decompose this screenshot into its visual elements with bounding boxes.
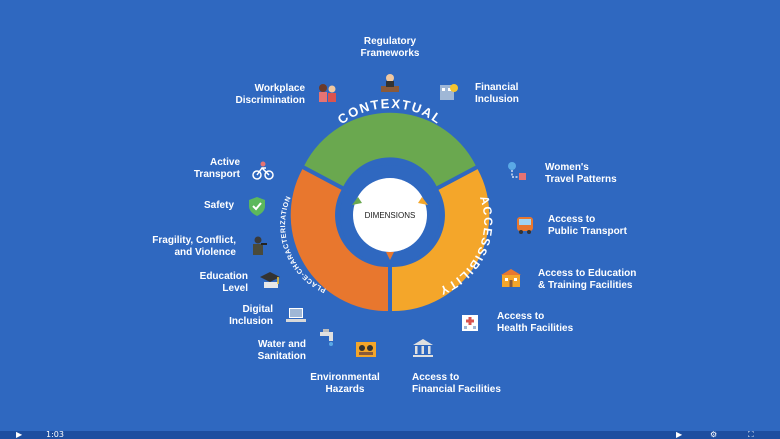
water-sanitation-label: Water and Sanitation [257,339,306,362]
volume-icon[interactable]: ▶ [676,430,683,439]
environmental-hazards-label: Environmental Hazards [310,372,380,395]
water-tap-icon [320,329,333,346]
access-public-transport-label: Access to Public Transport [548,214,627,237]
access-financial-facilities-label: Access to Financial Facilities [412,372,501,395]
graduation-cap-icon [260,272,280,288]
bus-icon [517,217,533,234]
workplace-discrimination-label: Workplace Discrimination [235,83,305,106]
bank-building-icon [440,84,458,100]
access-education-training-label: Access to Education & Training Facilitie… [538,268,637,291]
map-pin-icon [508,162,526,180]
center-label: DIMENSIONS [365,211,416,220]
shield-check-icon [249,197,265,216]
education-level-label: Education Level [199,271,248,294]
active-transport-label: Active Transport [193,157,240,180]
soldier-icon [253,236,267,255]
financial-inclusion-label: Financial Inclusion [475,82,519,105]
regulatory-frameworks-label: Regulatory Frameworks [360,36,420,59]
laptop-icon [286,308,306,322]
bicycle-icon [252,161,274,180]
player-control-bar[interactable] [0,431,780,439]
play-icon[interactable]: ▶ [16,430,23,439]
womens-travel-patterns-label: Women's Travel Patterns [545,162,617,185]
place-characterization-segment [290,169,388,312]
fullscreen-icon[interactable]: ⛶ [748,430,754,439]
hospital-icon [462,315,478,331]
school-building-icon [501,269,521,287]
access-health-facilities-label: Access to Health Facilities [497,311,574,334]
bank-icon [413,339,433,357]
center-disk [353,178,427,252]
gear-icon[interactable]: ⚙ [710,430,718,439]
digital-inclusion-label: Digital Inclusion [229,304,273,327]
people-icon [319,84,336,102]
time-display: 1:03 [46,430,64,439]
fragility-conflict-violence-label: Fragility, Conflict, and Violence [152,235,236,258]
accessibility-segment [392,169,490,312]
environmental-hazard-icon [356,342,376,357]
safety-label: Safety [203,200,234,211]
contextual-segment [304,112,476,187]
judge-icon [381,74,399,92]
